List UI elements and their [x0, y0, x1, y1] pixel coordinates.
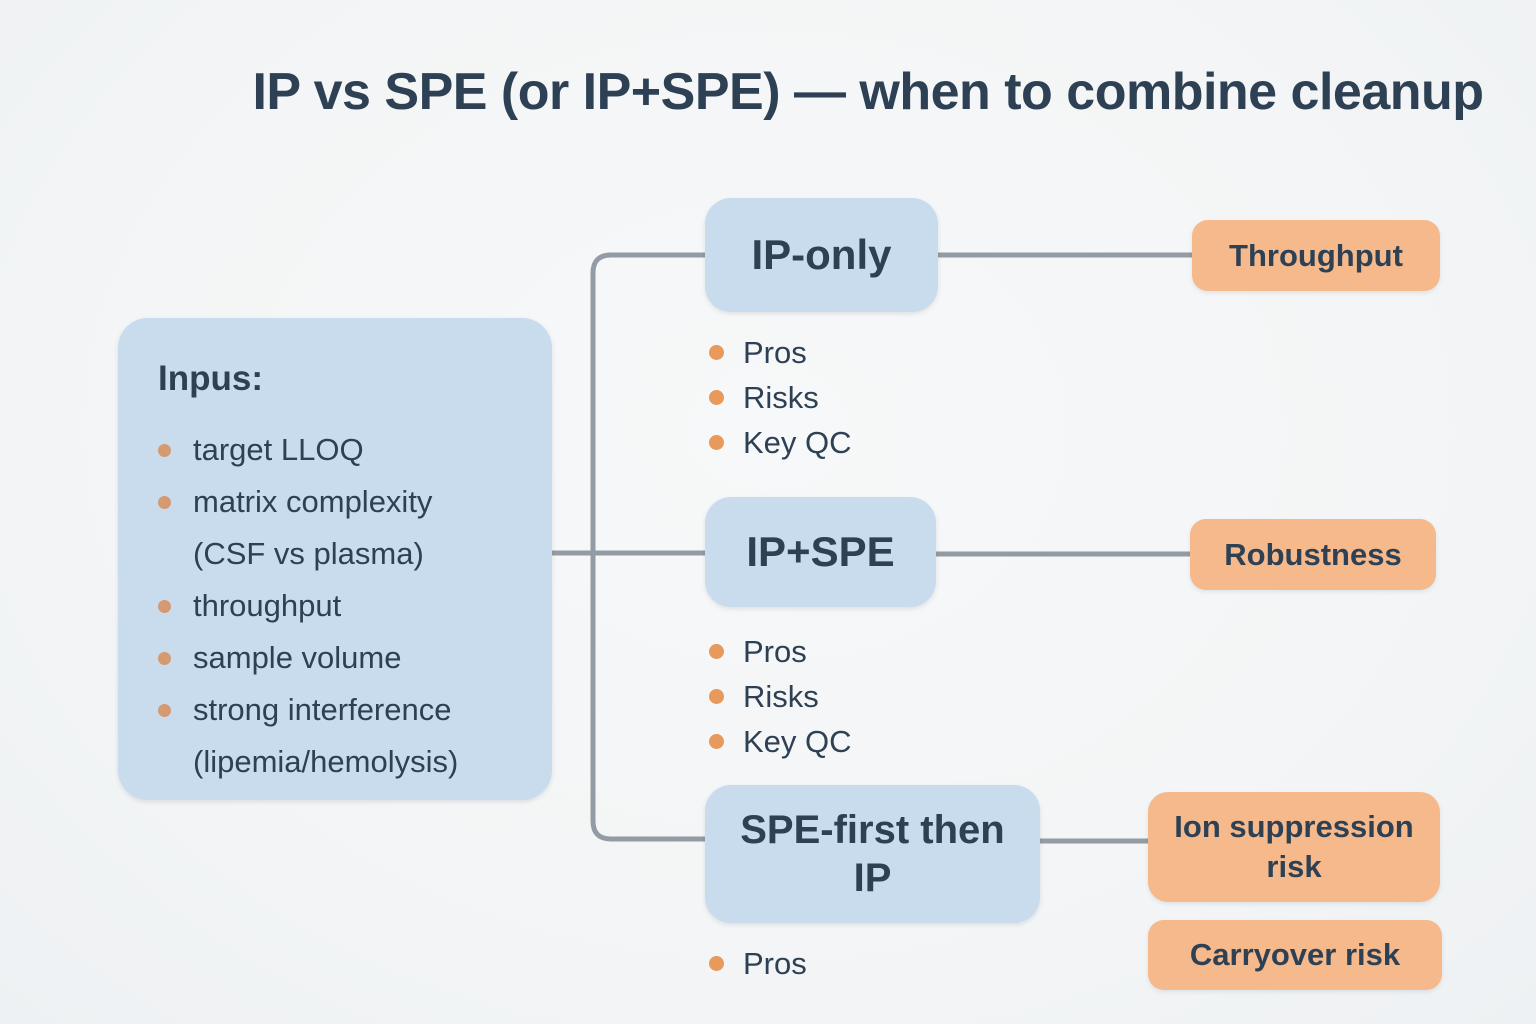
input-item-strong-interference: strong interference (lipemia/hemolysis) [158, 684, 522, 788]
list-item-label: Pros [743, 633, 807, 669]
list-item-key-qc: Key QC [705, 420, 852, 465]
node-ip-only: IP-only [705, 198, 938, 312]
ip-only-bullet-list: Pros Risks Key QC [705, 330, 852, 465]
bullet-dot [709, 345, 724, 360]
list-item-pros: Pros [705, 941, 807, 986]
list-item-label: Pros [743, 334, 807, 370]
bullet-dot [709, 644, 724, 659]
outcome-carryover-risk: Carryover risk [1148, 920, 1442, 990]
input-item-line: matrix complexity [193, 484, 433, 519]
bullet-dot [158, 652, 171, 665]
list-item-label: Key QC [743, 723, 852, 759]
bullet-dot [158, 444, 171, 457]
node-ip-spe: IP+SPE [705, 497, 936, 607]
input-item-line: strong interference [193, 692, 452, 727]
list-item-risks: Risks [705, 375, 852, 420]
ip-spe-bullet-list: Pros Risks Key QC [705, 629, 852, 764]
input-item-sample-volume: sample volume [158, 632, 522, 684]
list-item-pros: Pros [705, 330, 852, 375]
page-title: IP vs SPE (or IP+SPE) — when to combine … [252, 63, 1484, 121]
list-item-label: Risks [743, 379, 819, 415]
input-item-line: target LLOQ [193, 432, 364, 467]
input-item-line: (lipemia/hemolysis) [193, 744, 459, 779]
spe-first-bullet-list: Pros [705, 941, 807, 986]
list-item-risks: Risks [705, 674, 852, 719]
bullet-dot [158, 704, 171, 717]
bullet-dot [709, 390, 724, 405]
bullet-dot [709, 956, 724, 971]
input-item-matrix-complexity: matrix complexity (CSF vs plasma) [158, 476, 522, 580]
list-item-key-qc: Key QC [705, 719, 852, 764]
bullet-dot [158, 600, 171, 613]
outcome-ion-suppression-risk: Ion suppression risk [1148, 792, 1440, 902]
list-item-label: Pros [743, 945, 807, 981]
outcome-throughput: Throughput [1192, 220, 1440, 291]
node-spe-first-then-ip: SPE-first then IP [705, 785, 1040, 923]
bullet-dot [709, 689, 724, 704]
inputs-heading: Inpus: [158, 359, 263, 398]
list-item-label: Key QC [743, 424, 852, 460]
input-item-line: (CSF vs plasma) [193, 536, 424, 571]
connector-trunk-top [590, 252, 706, 553]
inputs-panel: Inpus: target LLOQ matrix complexity (CS… [118, 318, 552, 800]
input-item-throughput: throughput [158, 580, 522, 632]
list-item-pros: Pros [705, 629, 852, 674]
input-item-line: throughput [193, 588, 342, 623]
bullet-dot [158, 496, 171, 509]
connector-trunk-bottom [590, 553, 706, 842]
input-item-target-lloq: target LLOQ [158, 424, 522, 476]
bullet-dot [709, 734, 724, 749]
bullet-dot [709, 435, 724, 450]
outcome-robustness: Robustness [1190, 519, 1436, 590]
list-item-label: Risks [743, 678, 819, 714]
input-item-line: sample volume [193, 640, 402, 675]
